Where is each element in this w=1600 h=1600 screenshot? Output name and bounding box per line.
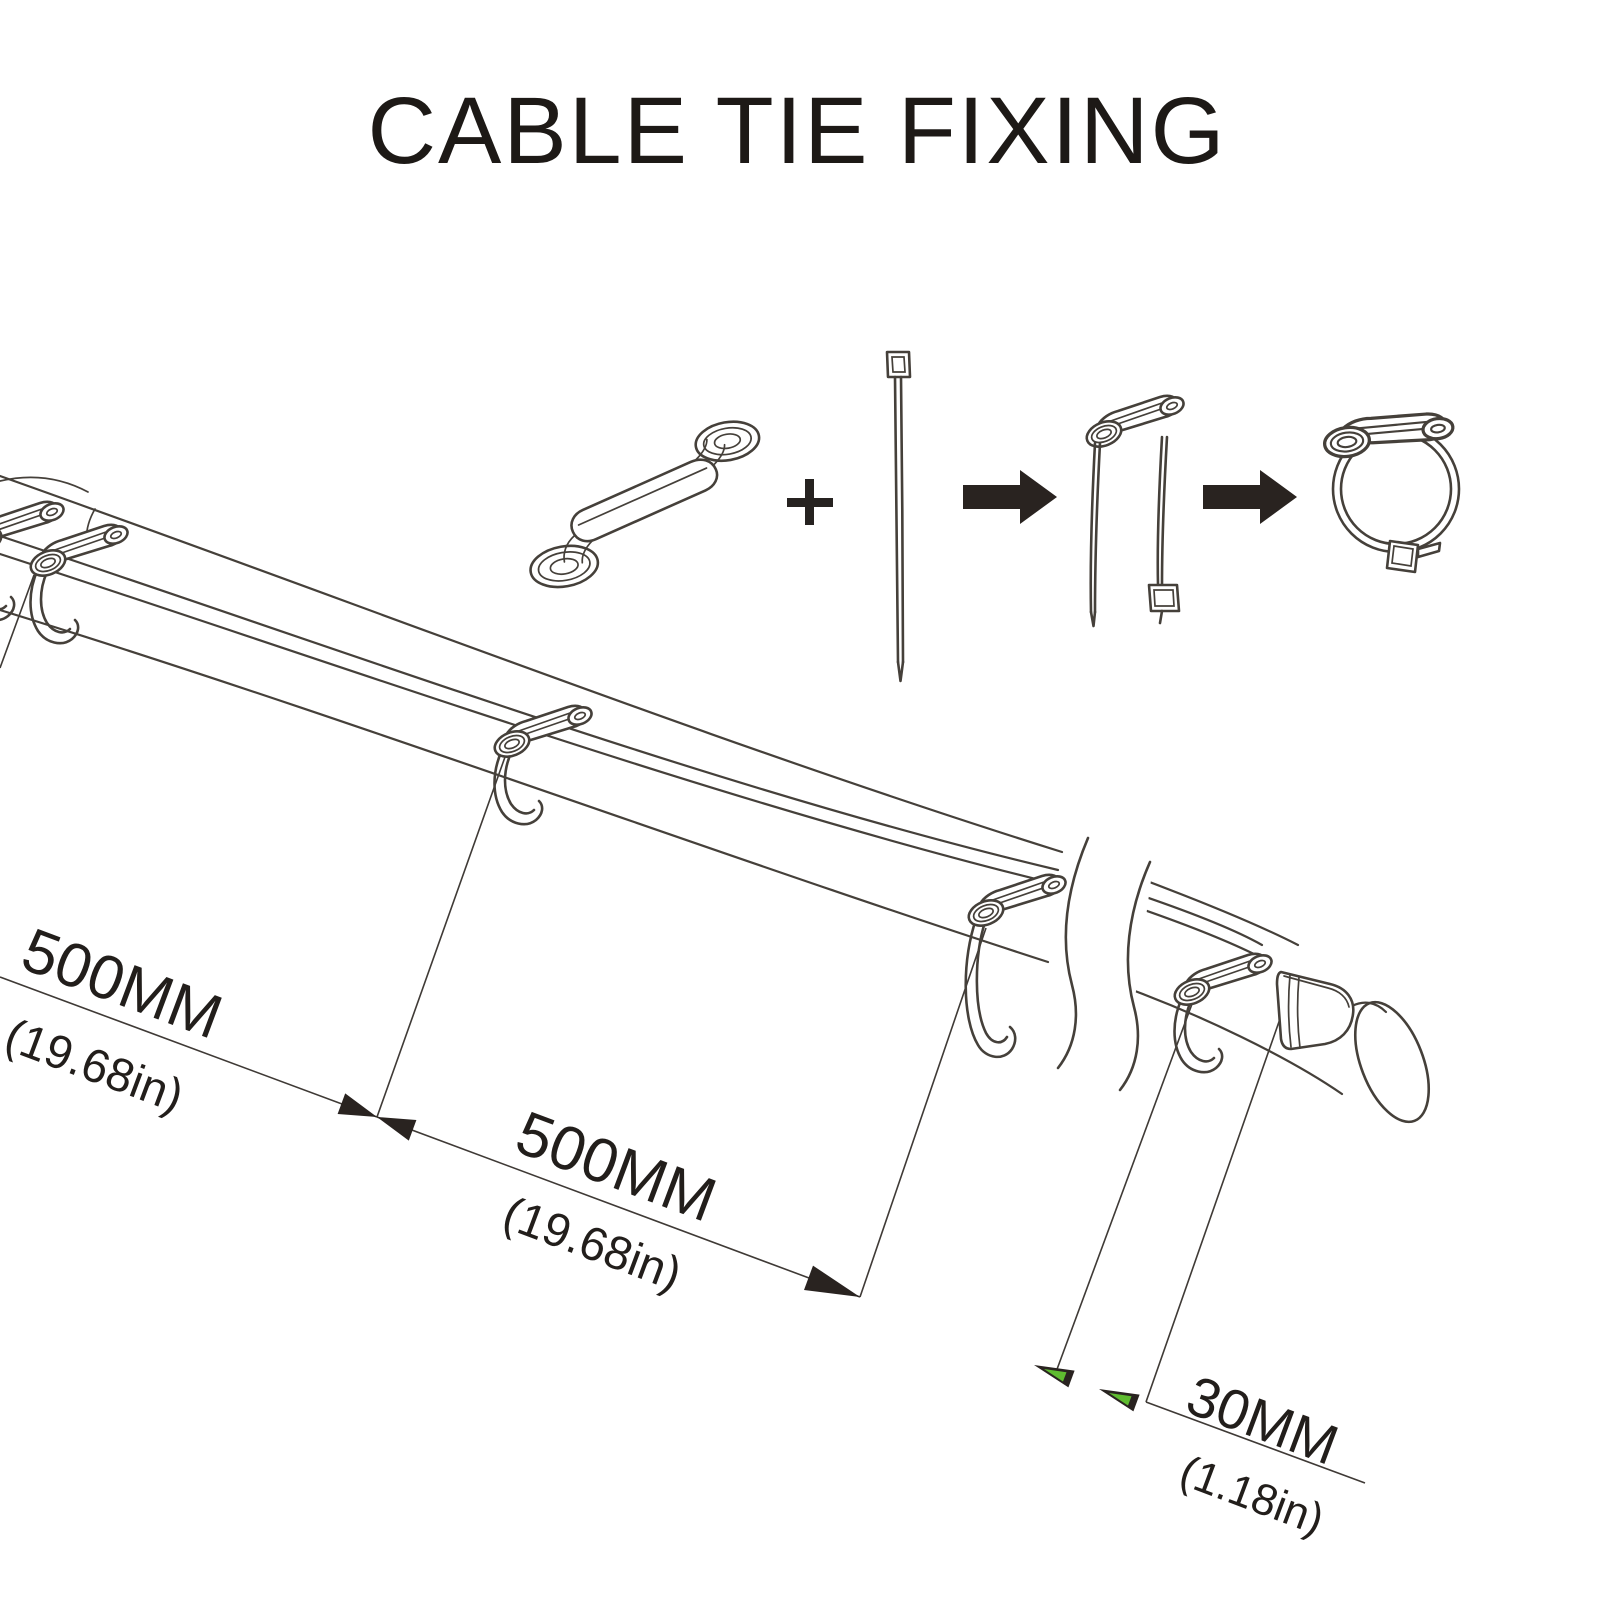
dimension-line [0,976,378,1118]
dimension-arrow [337,1093,377,1117]
dimension-arrow-core [1109,1393,1132,1406]
break-mark [1054,833,1154,1094]
assembly-sequence [529,350,1461,683]
dimension-arrow [1034,1365,1075,1388]
arrow-right-icon [1203,470,1297,524]
tie-loop-assembly-icon [1314,385,1461,574]
dimension-arrow [1099,1389,1140,1412]
dimension-arrow-core [1044,1369,1067,1382]
dimension-spacing-2: 500MM (19.68in) [376,1098,861,1300]
cable-tie-clip-2 [25,521,132,645]
tie-mount-icon [529,420,761,589]
dimension-end-offset: 30MM (1.18in) [1034,1363,1366,1545]
mounted-tube-drawing [0,474,1431,1403]
dimension-arrow [804,1265,860,1297]
arrow-right-icon [963,470,1057,524]
cable-tie-icon [885,350,912,683]
cable-tie-clip-4 [963,871,1070,1059]
tie-threaded-assembly-icon [1081,392,1188,628]
dimension-spacing-1: 500MM (19.68in) [0,915,378,1122]
dimension-arrow [377,1117,417,1141]
dimension-leader-line [1145,1401,1366,1484]
tube-end [1350,1000,1431,1124]
end-cap [1275,970,1355,1051]
tube [0,474,1431,1124]
page-title: CABLE TIE FIXING [367,78,1226,184]
plus-icon [787,479,833,525]
cable-tie-clip-5 [1169,950,1276,1074]
dimension-line [376,1116,861,1298]
